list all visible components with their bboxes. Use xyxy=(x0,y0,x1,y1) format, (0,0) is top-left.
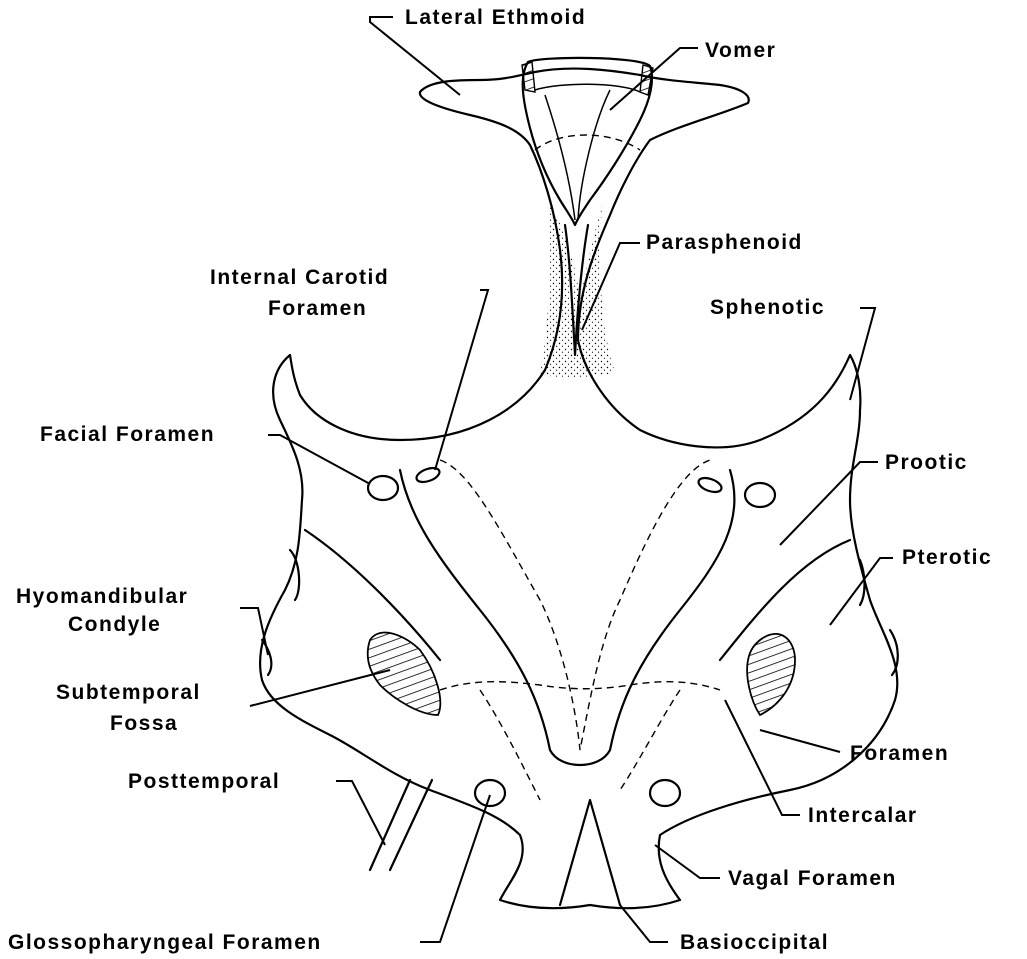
glossopharyngeal-foramen-right xyxy=(650,780,680,806)
label-foramen: Foramen xyxy=(850,741,949,767)
label-subtemporal: Subtemporal xyxy=(56,680,201,706)
label-sphenotic: Sphenotic xyxy=(710,295,825,321)
label-vagal-foramen: Vagal Foramen xyxy=(728,866,897,892)
glossopharyngeal-foramen-left xyxy=(475,780,505,806)
label-vomer: Vomer xyxy=(705,38,776,64)
label-hyomandibular: Hyomandibular xyxy=(16,584,188,610)
label-parasphenoid: Parasphenoid xyxy=(646,230,803,256)
label-internal-carotid-foramen: Foramen xyxy=(268,296,367,322)
label-basioccipital: Basioccipital xyxy=(680,930,829,956)
label-internal-carotid: Internal Carotid xyxy=(210,265,389,291)
label-posttemporal: Posttemporal xyxy=(128,769,280,795)
label-hyomandibular-condyle: Condyle xyxy=(68,612,161,638)
label-lateral-ethmoid: Lateral Ethmoid xyxy=(405,5,586,31)
facial-foramen-left xyxy=(368,476,398,500)
label-pterotic: Pterotic xyxy=(902,545,992,571)
facial-foramen-right xyxy=(745,483,775,507)
label-subtemporal-fossa: Fossa xyxy=(110,711,178,737)
label-prootic: Prootic xyxy=(885,450,968,476)
label-intercalar: Intercalar xyxy=(808,803,918,829)
label-glossopharyngeal-foramen: Glossopharyngeal Foramen xyxy=(8,930,322,956)
label-facial-foramen: Facial Foramen xyxy=(40,422,215,448)
neurocranium-outline xyxy=(260,69,897,909)
